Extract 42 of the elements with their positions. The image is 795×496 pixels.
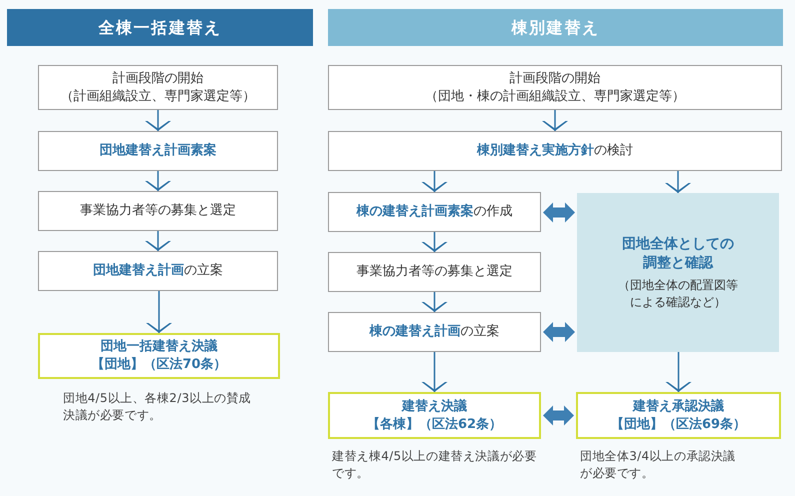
resolution-box (576, 392, 781, 439)
box-label: 建替え決議 (402, 398, 467, 416)
box-sublabel: （団地・棟の計画組織設立、専門家選定等） (425, 88, 685, 106)
resolution-box (328, 392, 541, 439)
process-box (328, 131, 782, 171)
box-label: 棟別建替え (512, 16, 600, 38)
process-box (38, 191, 278, 231)
process-box (328, 312, 541, 352)
box-sublabel: 【団地】（区法70条） (91, 356, 227, 374)
box-label: 棟の建替え計画の立案 (370, 323, 500, 341)
box-label: 建替え承認決議 (633, 398, 724, 416)
process-box (328, 65, 782, 110)
box-sublabel: 【各棟】（区法62条） (366, 416, 502, 434)
box-label: 団地建替え計画の立案 (93, 262, 223, 280)
note-text: 団地4/5以上、各棟2/3以上の賛成決議が必要です。 (63, 390, 252, 423)
column-header (328, 9, 783, 46)
double-arrow (543, 406, 574, 426)
box-label: 全棟一括建替え (98, 16, 222, 38)
box-label: 団地建替え計画素案 (100, 142, 216, 160)
column-header (7, 9, 313, 46)
resolution-box (38, 333, 280, 379)
process-box (328, 192, 541, 232)
process-box (38, 65, 278, 110)
double-arrow (543, 202, 575, 222)
double-arrow (543, 322, 575, 342)
box-sublabel: （団地全体の配置図等による確認など） (617, 277, 739, 310)
box-label: 棟の建替え計画素案の作成 (356, 203, 512, 221)
note-text: 団地全体3/4以上の承認決議が必要です。 (580, 448, 737, 481)
box-sublabel: （計画組織設立、専門家選定等） (60, 88, 256, 106)
box-label: 計画段階の開始 (112, 70, 204, 88)
box-label: 事業協力者等の募集と選定 (80, 202, 236, 220)
process-box (38, 251, 278, 291)
box-label: 計画段階の開始 (510, 70, 600, 88)
coordination-panel (577, 193, 779, 352)
process-box (328, 252, 541, 292)
box-label: 団地一括建替え決議 (100, 338, 218, 356)
box-sublabel: 【団地】（区法69条） (610, 416, 746, 434)
box-label: 棟別建替え実施方針の検討 (477, 142, 633, 160)
note-text: 建替え棟4/5以上の建替え決議が必要です。 (332, 448, 537, 481)
box-label: 事業協力者等の募集と選定 (356, 263, 512, 281)
panel-heading: 団地全体としての調整と確認 (621, 234, 735, 273)
process-box (38, 131, 278, 171)
